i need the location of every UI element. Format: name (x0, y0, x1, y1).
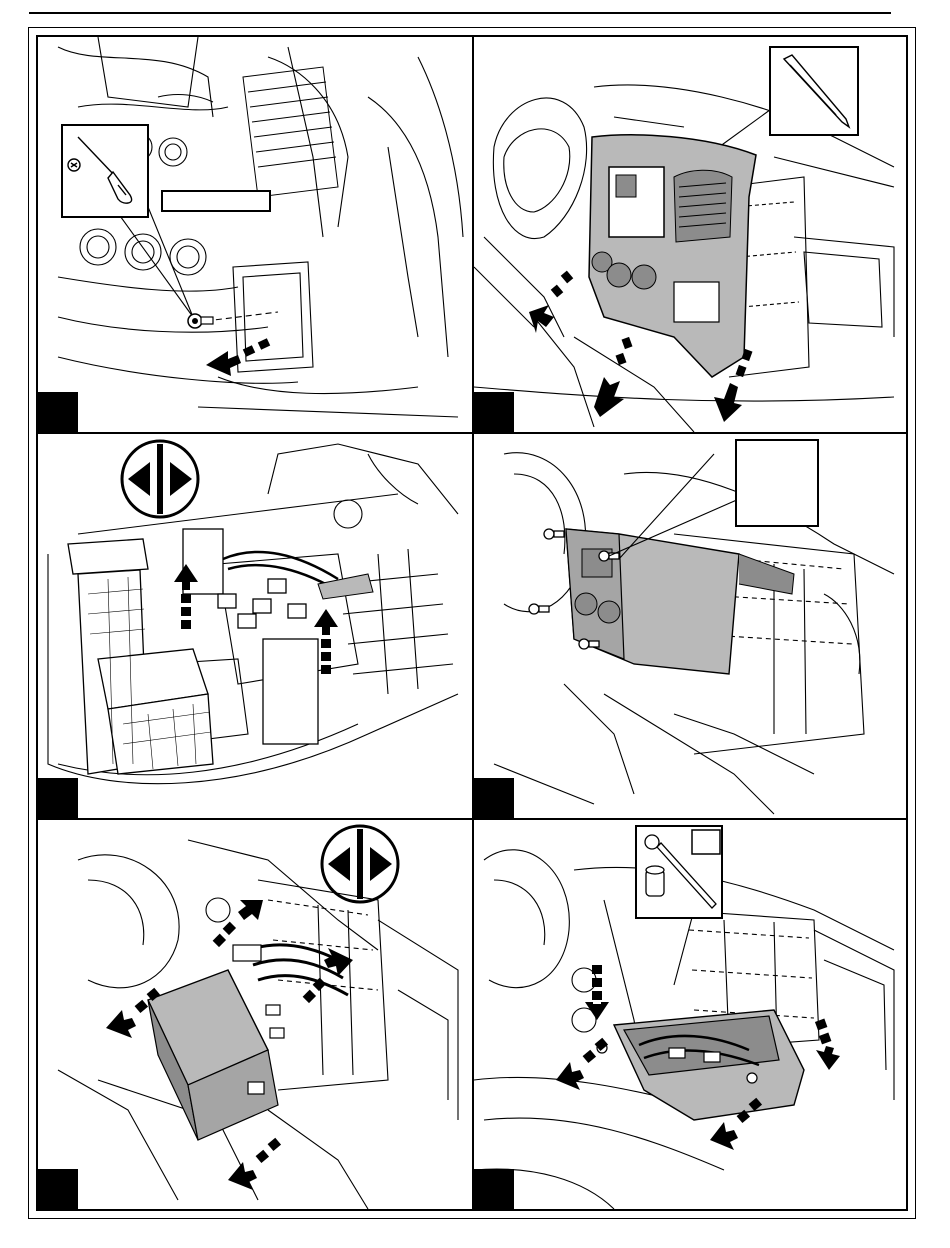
screw-icon (188, 314, 213, 328)
panel-1 (38, 37, 472, 432)
panel-6 (474, 820, 906, 1209)
panel-divider-row-2 (36, 818, 908, 820)
radio-unit-removed (148, 970, 278, 1140)
panel-5-illustration (38, 820, 472, 1209)
panel-divider-row-1 (36, 432, 908, 434)
panel-divider-vertical (472, 35, 474, 1211)
panel-2 (474, 37, 906, 432)
panel-5 (38, 820, 472, 1209)
step-badge-3 (38, 778, 78, 818)
panel-3-illustration (38, 434, 472, 818)
step-badge-1 (38, 392, 78, 432)
socket-icon (646, 866, 664, 896)
panel-6-illustration (474, 820, 906, 1209)
bezel-panel (589, 135, 756, 377)
panel-2-illustration (474, 37, 906, 432)
step-badge-6 (474, 1169, 514, 1209)
panel-3 (38, 434, 472, 818)
lower-bezel (614, 1010, 804, 1120)
disconnect-connector-icon (322, 826, 398, 902)
header-rule (29, 12, 891, 14)
radio-unit (566, 529, 794, 674)
step-badge-4 (474, 778, 514, 818)
part-label-box (161, 190, 271, 212)
panel-4-illustration (474, 434, 906, 818)
step-badge-5 (38, 1169, 78, 1209)
panel-4 (474, 434, 906, 818)
step-badge-2 (474, 392, 514, 432)
panel-1-illustration (38, 37, 472, 432)
disconnect-connector-icon (122, 441, 198, 517)
